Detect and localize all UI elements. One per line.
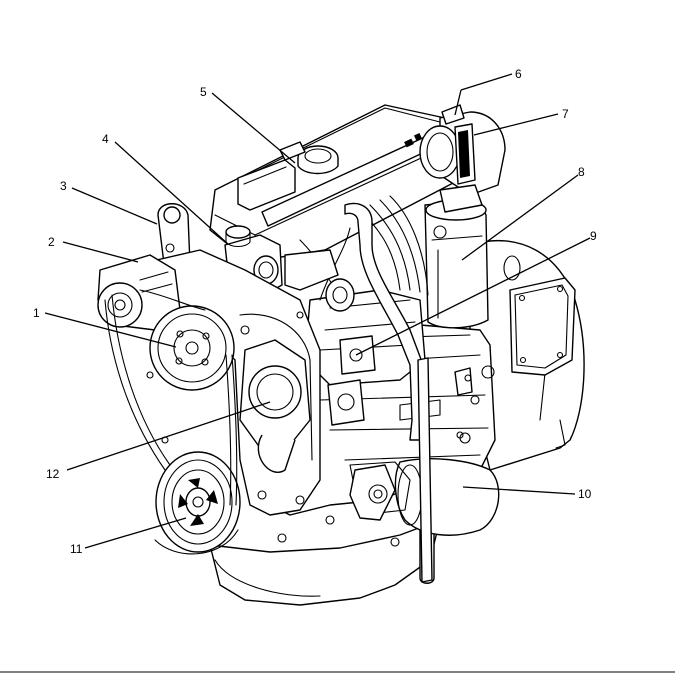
leader-10: [462, 486, 576, 495]
leader-6: [460, 73, 513, 91]
crankshaft-pulley: [155, 451, 241, 553]
callout-1: 1: [33, 306, 40, 320]
leader-7: [473, 113, 559, 136]
alternator: [97, 254, 181, 331]
coolant-hose: [344, 202, 426, 441]
leader-8: [461, 174, 579, 261]
callout-7: 7: [562, 107, 569, 121]
fasteners: [146, 311, 472, 543]
leader-9: [355, 237, 591, 356]
callout-12: 12: [46, 467, 60, 481]
callout-9: 9: [590, 229, 597, 243]
leader-12: [66, 401, 271, 471]
air-intake-elbow: [419, 104, 506, 196]
callout-3: 3: [60, 179, 67, 193]
callout-labels: 1 2 3 4 5 6 7 8 9 10 11 12: [33, 67, 597, 556]
leader-2: [62, 241, 139, 263]
callout-11: 11: [70, 542, 83, 556]
leader-3: [71, 187, 158, 225]
callout-5: 5: [200, 85, 207, 99]
leader-lines: [44, 73, 591, 549]
water-pump-pulley: [149, 305, 235, 391]
cylinder-head: [209, 104, 479, 263]
leader-6b: [454, 89, 462, 116]
leader-1: [44, 312, 177, 348]
drive-belt: [104, 289, 239, 555]
dipstick-tube: [417, 357, 433, 583]
callout-8: 8: [578, 165, 585, 179]
fuel-filter: [424, 184, 489, 329]
leader-4: [114, 141, 229, 245]
leader-5: [211, 92, 296, 164]
leader-11: [84, 517, 187, 549]
end-cover-plate: [509, 277, 576, 376]
callout-4: 4: [102, 132, 109, 146]
callout-6: 6: [515, 67, 522, 81]
oil-pan: [209, 519, 441, 606]
callout-10: 10: [578, 487, 592, 501]
callout-2: 2: [48, 235, 55, 249]
